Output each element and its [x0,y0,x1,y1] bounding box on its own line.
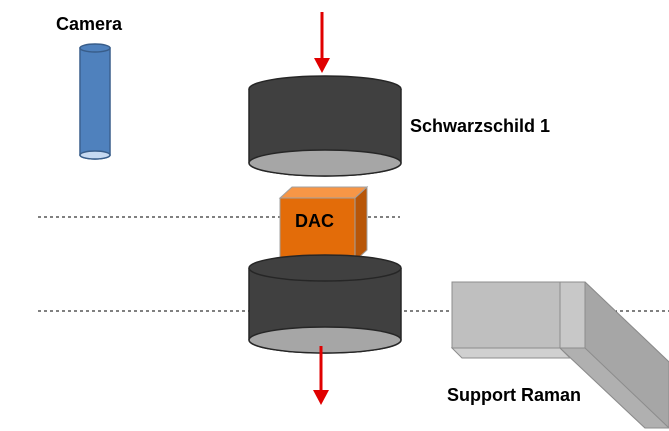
camera-cylinder-icon [79,43,111,160]
input-arrow-icon [314,12,330,73]
dac-label: DAC [295,211,334,231]
output-arrow-icon [313,346,329,405]
schwarzschild-objective-upper [248,75,402,177]
dac-cube-icon [278,185,369,263]
support-raman-label: Support Raman [447,385,582,405]
support-raman-beam [450,281,669,429]
objective-lower [248,254,402,354]
camera-label: Camera [56,14,123,34]
schwarzschild-label: Schwarzschild 1 [410,116,551,136]
